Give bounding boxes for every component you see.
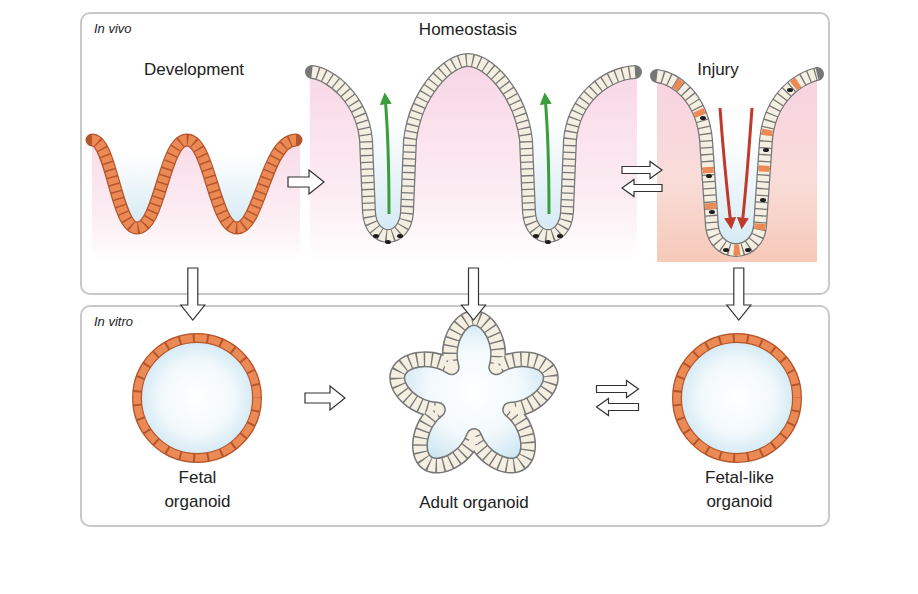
process-arrow bbox=[462, 268, 486, 320]
epithelium-outline bbox=[92, 140, 296, 228]
homeostasis-tissue bbox=[310, 40, 637, 262]
dark-cell bbox=[706, 174, 712, 178]
dark-cell bbox=[787, 88, 793, 92]
organoid-node: Fetal organoid bbox=[130, 326, 265, 516]
adult-epithelium bbox=[312, 60, 635, 236]
migration-arrow bbox=[720, 108, 731, 226]
stroma-background bbox=[310, 40, 637, 262]
process-arrow bbox=[622, 162, 662, 197]
organoid-ring bbox=[397, 318, 551, 466]
node-label: Development bbox=[119, 58, 269, 82]
node-label: Fetal organoid bbox=[158, 466, 238, 514]
organoid-cells bbox=[677, 338, 797, 458]
paneth-cell bbox=[385, 240, 391, 244]
organoid-ring bbox=[137, 338, 257, 458]
hollow-arrow bbox=[597, 381, 639, 398]
hollow-arrow bbox=[622, 180, 662, 197]
fetal-epithelium bbox=[92, 140, 296, 228]
tissue-stage: Development bbox=[88, 58, 288, 262]
paneth-cell bbox=[545, 240, 551, 244]
stroma-background bbox=[657, 60, 817, 262]
organoid-node: Fetal-like organoid bbox=[672, 326, 807, 516]
panel-box: In vivoDevelopment HomeostasisInjury bbox=[80, 12, 830, 295]
lumen-area bbox=[92, 105, 300, 228]
paneth-cell bbox=[533, 234, 539, 238]
hollow-arrow bbox=[727, 268, 751, 320]
node-label: Injury bbox=[658, 58, 778, 82]
tissue-stage: Injury bbox=[662, 58, 814, 262]
hollow-arrow bbox=[288, 170, 324, 194]
node-label: Adult organoid bbox=[389, 491, 559, 515]
hollow-arrow bbox=[462, 268, 486, 320]
panel-label: In vitro bbox=[94, 314, 133, 330]
process-arrow bbox=[288, 170, 324, 194]
fetal-organoid-shape bbox=[137, 338, 257, 458]
fetal-like-cells bbox=[657, 74, 817, 250]
panel-label: In vivo bbox=[94, 21, 132, 37]
dark-cell bbox=[700, 116, 706, 120]
migration-arrow bbox=[385, 96, 389, 214]
organoid-cells bbox=[137, 338, 257, 458]
injury-tissue bbox=[657, 60, 817, 262]
adult-organoid-shape bbox=[397, 318, 551, 466]
dark-cell bbox=[745, 248, 751, 252]
injured-epithelium bbox=[657, 74, 817, 250]
paneth-cells bbox=[373, 234, 563, 244]
panel-box: In vitroFetal organoidAdult organoid Feta… bbox=[80, 305, 830, 527]
process-arrow bbox=[181, 268, 205, 320]
hollow-arrow bbox=[597, 399, 639, 416]
paneth-cell bbox=[373, 234, 379, 238]
hollow-arrow bbox=[181, 268, 205, 320]
dark-cell bbox=[709, 210, 715, 214]
fetal-like-organoid-shape bbox=[677, 338, 797, 458]
organoid-cells bbox=[397, 318, 551, 466]
development-tissue bbox=[92, 105, 300, 262]
node-label: Fetal-like organoid bbox=[694, 466, 786, 514]
stroma-background bbox=[92, 105, 300, 262]
organoid-node: Adult organoid bbox=[385, 326, 563, 516]
lumen-area bbox=[310, 40, 637, 236]
tissue-stage: Homeostasis bbox=[324, 15, 622, 262]
organoid-ring bbox=[677, 338, 797, 458]
dark-cell bbox=[723, 248, 729, 252]
epithelium-outline bbox=[657, 74, 817, 250]
migration-arrow bbox=[545, 96, 549, 214]
lumen-area bbox=[657, 60, 817, 250]
process-arrow bbox=[727, 268, 751, 320]
dark-cells bbox=[700, 88, 793, 252]
paneth-cell bbox=[397, 234, 403, 238]
hollow-arrow bbox=[305, 386, 345, 410]
hollow-arrow bbox=[622, 162, 662, 179]
process-arrow bbox=[305, 386, 345, 410]
node-label: Homeostasis bbox=[368, 18, 568, 42]
dark-cell bbox=[763, 148, 769, 152]
paneth-cell bbox=[557, 234, 563, 238]
migration-arrow bbox=[742, 108, 752, 226]
epithelium-outline bbox=[312, 60, 635, 236]
process-arrow bbox=[597, 381, 639, 416]
dark-cell bbox=[760, 198, 766, 202]
